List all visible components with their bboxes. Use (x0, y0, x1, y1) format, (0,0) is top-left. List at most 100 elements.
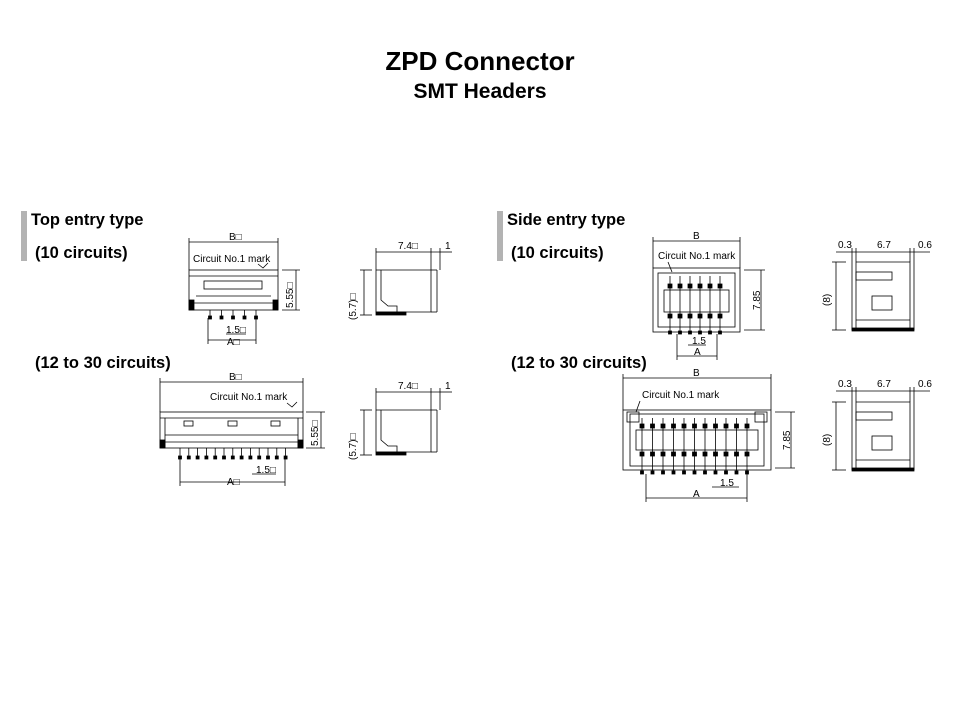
pin-foot (257, 455, 262, 460)
contact-tip (744, 451, 750, 457)
pin-foot (213, 455, 218, 460)
side-multi-side-left: 0.3 (838, 379, 852, 390)
contact-tip (660, 423, 666, 429)
pin-foot (266, 455, 270, 460)
contact-tip (681, 451, 687, 457)
top-10-side-view: 7.4□ 1 (5.7)□ (348, 241, 452, 320)
contact-tip (713, 451, 718, 457)
top-multi-pitch: 1.5□ (256, 465, 276, 476)
top-10-side-thickness: 1 (445, 241, 451, 252)
pin-foot (678, 330, 682, 335)
top-10-height: 5.55□ (285, 282, 296, 308)
pin-foot (703, 470, 707, 475)
contact-tip (734, 423, 739, 429)
side-10-side-mid: 6.7 (877, 240, 891, 251)
top-10-front-view: B□ Circuit No.1 mark A□ 1.5□ 5.55□ (188, 232, 300, 348)
side-multi-side-height: (8) (822, 434, 833, 446)
top-multi-height: 5.55□ (310, 420, 321, 446)
side-10-side-height: (8) (822, 294, 833, 306)
top-multi-front-view: B□ Circuit No.1 mark A□ 1.5□ 5.55□ (159, 372, 325, 488)
contact-tip (717, 313, 723, 319)
side-10-side-left: 0.3 (838, 240, 852, 251)
pin-foot (668, 330, 672, 335)
top-10-side-height: (5.7)□ (348, 293, 359, 320)
contact-tip (681, 423, 687, 429)
top-multi-mark-label: Circuit No.1 mark (210, 392, 288, 403)
pin-foot (698, 330, 702, 335)
pin-foot (650, 470, 655, 475)
side-10-dim-b: B (693, 231, 700, 242)
side-10-height: 7.85 (752, 290, 763, 310)
page-title: ZPD Connector (385, 46, 575, 76)
contact-tip (667, 283, 673, 289)
top-entry-multi-label: (12 to 30 circuits) (35, 354, 171, 372)
pin-foot (208, 315, 212, 320)
pin-foot (682, 470, 686, 475)
contact-tip (717, 283, 723, 289)
contact-tip (707, 313, 713, 319)
contact-tip (707, 283, 713, 289)
top-entry-10-label: (10 circuits) (35, 244, 128, 262)
side-entry-section-bar (497, 211, 503, 261)
contact-tip (713, 423, 718, 429)
contact-tip (697, 313, 703, 319)
contact-tip (671, 451, 676, 457)
pin-foot (283, 455, 288, 460)
side-multi-side-mid: 6.7 (877, 379, 891, 390)
pin-foot (640, 470, 644, 475)
pin-foot (195, 455, 200, 460)
top-entry-section-bar (21, 211, 27, 261)
pin-foot (688, 330, 692, 335)
side-multi-dim-a: A (693, 489, 700, 500)
side-multi-mark-label: Circuit No.1 mark (642, 390, 720, 401)
contact-tip (723, 423, 729, 429)
contact-tip (687, 283, 693, 289)
pin-foot (671, 470, 676, 475)
contact-tip (671, 423, 676, 429)
top-multi-side-view: 7.4□ 1 (5.7)□ (348, 381, 452, 460)
side-multi-pitch: 1.5 (720, 478, 734, 489)
side-entry-multi-label: (12 to 30 circuits) (511, 354, 647, 372)
pin-foot (745, 470, 749, 475)
pin-foot (718, 330, 722, 335)
pin-foot (239, 455, 244, 460)
contact-tip (687, 313, 693, 319)
top-multi-dim-a: A□ (227, 477, 240, 488)
contact-tip (702, 423, 708, 429)
top-10-dim-b: B□ (229, 232, 242, 243)
contact-tip (734, 451, 739, 457)
pin-foot (186, 455, 191, 460)
top-10-side-width: 7.4□ (398, 241, 418, 252)
side-multi-dim-b: B (693, 368, 700, 379)
pin-foot (219, 315, 224, 320)
top-multi-side-height: (5.7)□ (348, 433, 359, 460)
side-10-pitch: 1.5 (692, 336, 706, 347)
pin-foot (274, 455, 279, 460)
contact-tip (677, 283, 683, 289)
side-10-side-right: 0.6 (918, 240, 932, 251)
contact-tip (639, 451, 645, 457)
top-entry-heading: Top entry type (31, 211, 144, 229)
pin-foot (724, 470, 728, 475)
top-10-pitch: 1.5□ (226, 325, 246, 336)
side-10-side-view: 0.3 6.7 0.6 (8) (822, 240, 932, 332)
pin-foot (708, 330, 712, 335)
side-entry-10-label: (10 circuits) (511, 244, 604, 262)
contact-tip (697, 283, 703, 289)
top-multi-side-width: 7.4□ (398, 381, 418, 392)
side-multi-side-view: 0.3 6.7 0.6 (8) (822, 379, 932, 472)
pin-foot (222, 455, 226, 460)
side-10-dim-a: A (694, 347, 701, 358)
pin-foot (248, 455, 253, 460)
contact-tip (667, 313, 673, 319)
page-subtitle: SMT Headers (413, 80, 547, 103)
contact-tip (650, 423, 655, 429)
side-multi-side-right: 0.6 (918, 379, 932, 390)
side-entry-heading: Side entry type (507, 211, 626, 229)
contact-tip (692, 451, 697, 457)
pin-foot (692, 470, 697, 475)
top-multi-dim-b: B□ (229, 372, 242, 383)
contact-tip (639, 423, 645, 429)
pin-foot (661, 470, 665, 475)
pin-foot (230, 455, 235, 460)
